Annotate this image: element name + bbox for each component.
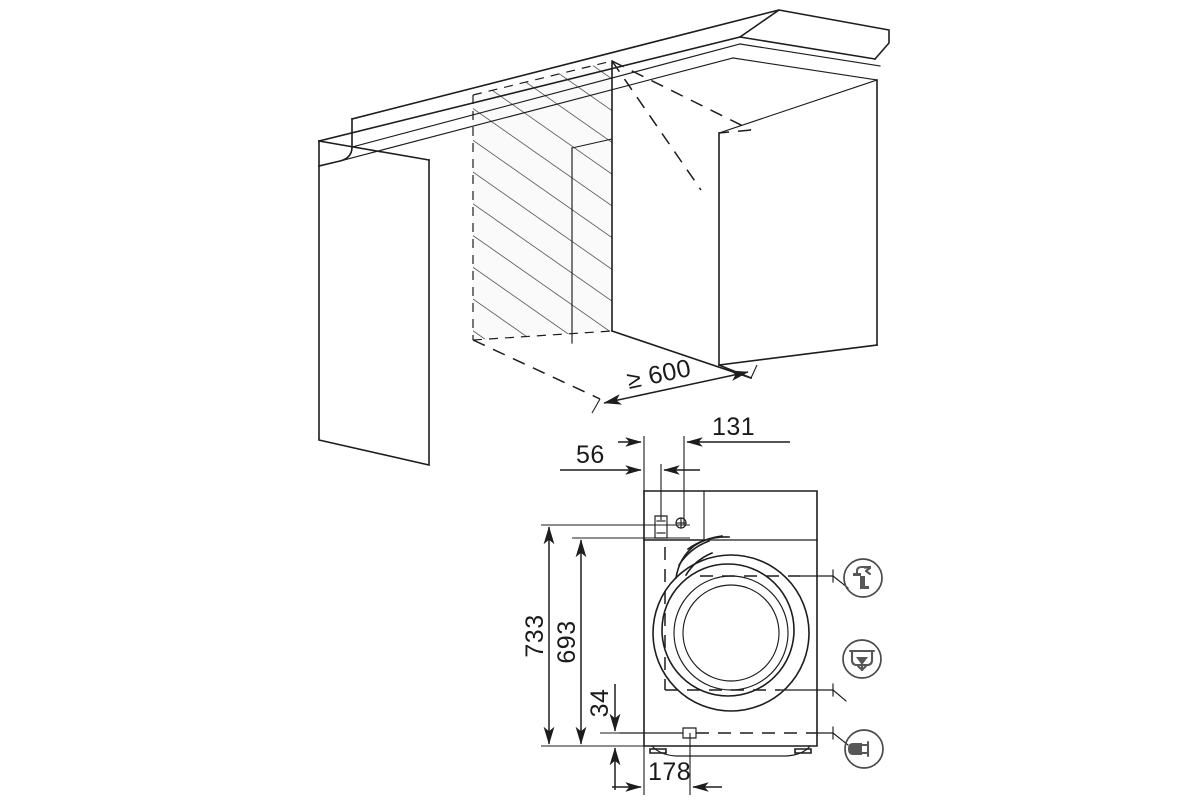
faucet-icon: [853, 565, 872, 589]
niche-floor-edges: [472, 60, 753, 400]
callout-water-inlet[interactable]: [799, 558, 883, 598]
dimension-693: 693: [553, 537, 690, 745]
dimension-178: 178: [612, 733, 722, 795]
dimension-label-131: 131: [712, 413, 755, 441]
machine-hidden-lines: [664, 547, 800, 691]
dimension-131: 131: [618, 413, 790, 525]
dimension-label-733: 733: [521, 614, 549, 657]
niche-isometric-view: ≥ 600: [318, 9, 890, 467]
callout-power-plug[interactable]: [816, 726, 884, 769]
washing-machine-front-view: [619, 490, 818, 757]
cabinet-right-block: [718, 79, 878, 366]
dimension-label-693: 693: [553, 620, 581, 663]
callout-circle-power-plug: [844, 729, 884, 769]
dimension-34: 34: [586, 684, 683, 790]
machine-body-outline: [643, 490, 818, 747]
callout-water-drain[interactable]: [779, 639, 882, 702]
callout-circle-water-drain: [842, 639, 882, 679]
dimension-label-178: 178: [648, 758, 691, 786]
dimension-label-56: 56: [576, 441, 605, 469]
worktop-band: [732, 9, 890, 81]
callout-circle-water-inlet: [843, 558, 883, 598]
cabinet-left-block: [318, 9, 780, 467]
niche-inner-corner-top: [571, 138, 613, 149]
drain-icon: [848, 649, 876, 672]
dimension-label-niche-depth: ≥ 600: [624, 354, 693, 395]
plug-icon: [848, 740, 870, 758]
niche-opening-hatch: [472, 60, 613, 341]
machine-base-and-feet: [649, 745, 812, 757]
dimension-label-34: 34: [586, 689, 614, 718]
dimension-56: 56: [560, 441, 700, 520]
